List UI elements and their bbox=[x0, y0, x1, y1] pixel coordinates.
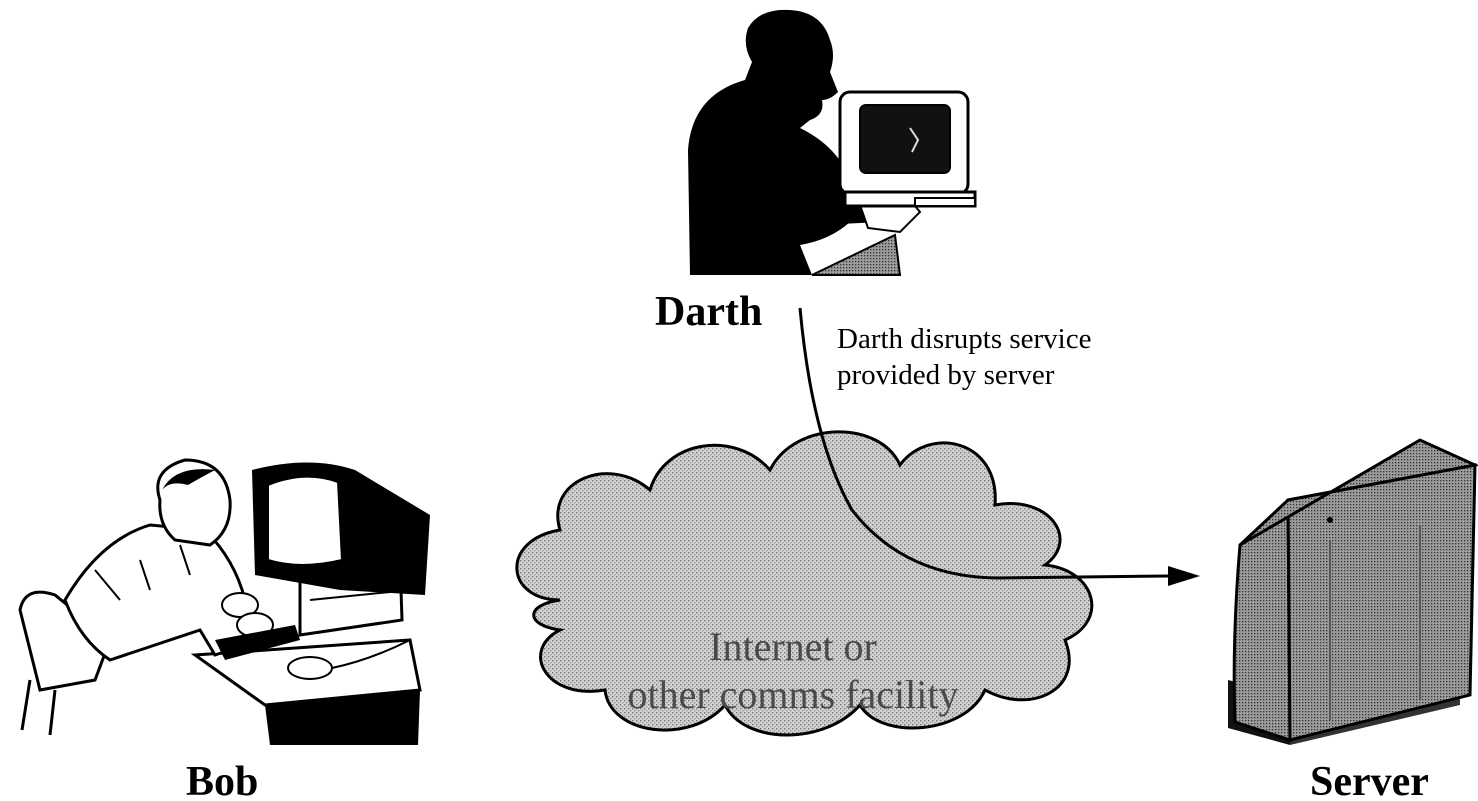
darth-label: Darth bbox=[655, 289, 762, 335]
bob-figure-icon bbox=[18, 458, 430, 745]
server-label: Server bbox=[1310, 759, 1429, 801]
server-icon bbox=[1228, 438, 1478, 745]
cloud-label-line-2: other comms facility bbox=[627, 672, 958, 717]
cloud-label-line-1: Internet or bbox=[709, 624, 877, 669]
internet-cloud bbox=[515, 430, 1094, 737]
darth-figure-icon bbox=[688, 9, 977, 276]
annotation-line-2: provided by server bbox=[837, 359, 1055, 391]
attack-arrow bbox=[798, 307, 1200, 586]
bob-label: Bob bbox=[186, 759, 258, 801]
annotation-line-1: Darth disrupts service bbox=[837, 323, 1092, 355]
